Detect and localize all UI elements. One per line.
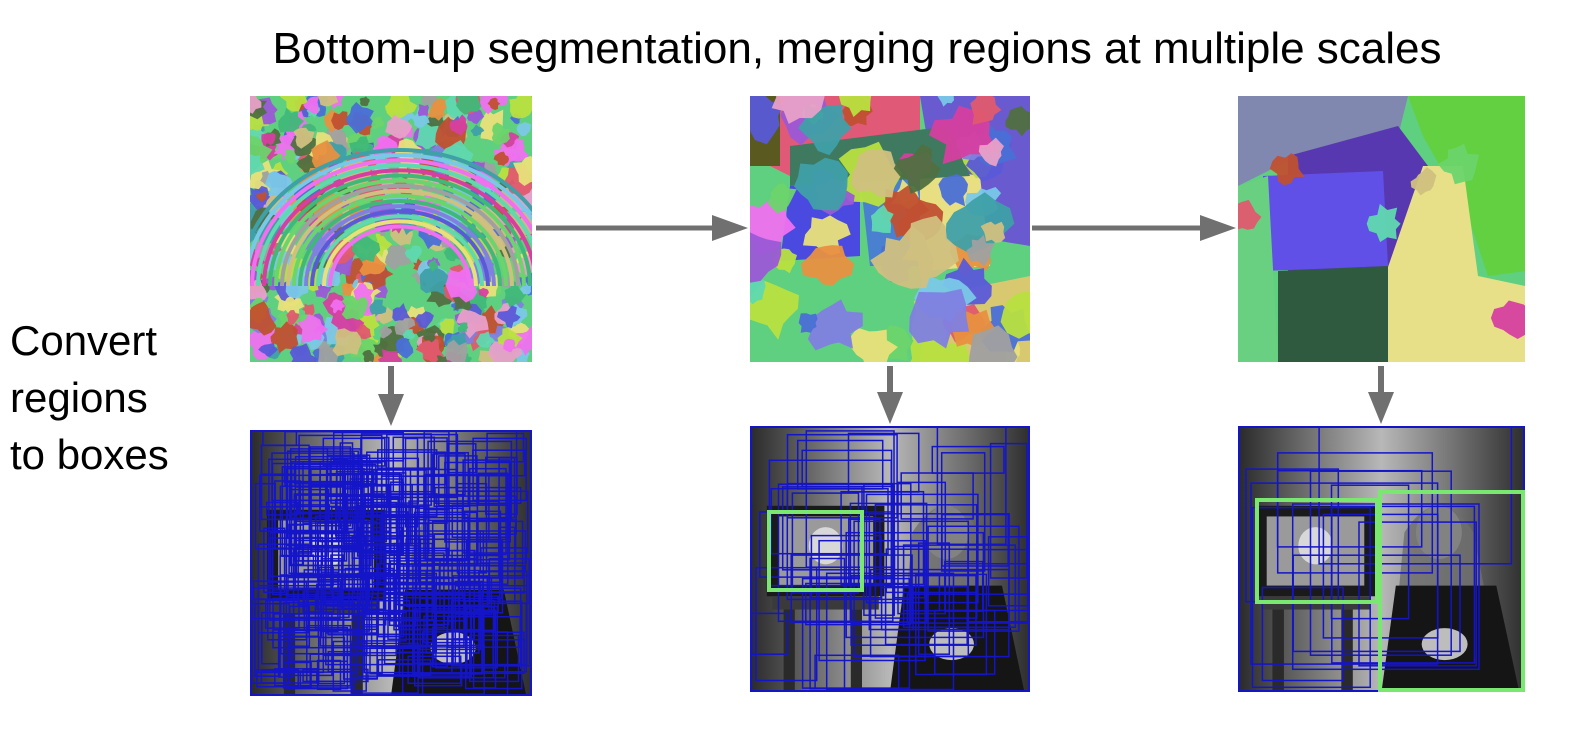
segmentation-fine <box>250 96 532 362</box>
segmentation-medium <box>750 96 1030 362</box>
page-title: Bottom-up segmentation, merging regions … <box>272 24 1442 73</box>
segmentation-coarse-image <box>1238 96 1525 362</box>
side-label-line-1: Convert <box>10 317 158 364</box>
side-label-line-3: to boxes <box>10 431 169 478</box>
side-label-line-2: regions <box>10 374 148 421</box>
boxes-coarse <box>1238 426 1525 692</box>
arrow-down-fine <box>378 366 404 426</box>
segmentation-fine-image <box>250 96 532 362</box>
segmentation-coarse <box>1238 96 1525 362</box>
boxes-fine-image <box>250 430 532 696</box>
boxes-fine <box>250 430 532 696</box>
boxes-coarse-image <box>1238 426 1525 692</box>
arrow-down-medium <box>877 366 903 424</box>
arrow-medium-to-coarse <box>1032 215 1236 241</box>
boxes-medium <box>750 426 1030 692</box>
arrow-down-coarse <box>1368 366 1394 424</box>
boxes-medium-image <box>750 426 1030 692</box>
arrow-fine-to-medium <box>536 215 748 241</box>
segmentation-medium-image <box>750 96 1030 362</box>
side-label: Convert regions to boxes <box>10 312 169 483</box>
